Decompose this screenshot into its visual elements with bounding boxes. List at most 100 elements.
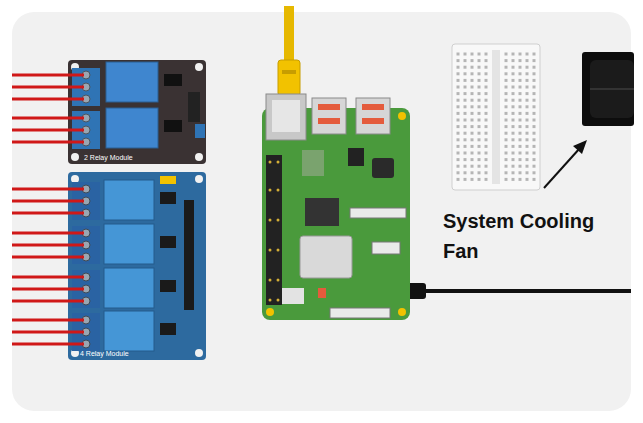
cooling-fan [582,52,634,126]
breadboard-hole [526,178,529,181]
breadboard-hole [519,99,522,102]
breadboard-hole [478,112,481,115]
breadboard-hole [471,92,474,95]
breadboard-hole [512,158,515,161]
breadboard-hole [485,165,488,168]
breadboard-hole [478,59,481,62]
breadboard-hole [478,145,481,148]
breadboard-hole [512,165,515,168]
breadboard-hole [485,86,488,89]
module-label: 2 Relay Module [84,154,133,162]
breadboard-hole [533,99,536,102]
breadboard-hole [512,59,515,62]
breadboard-hole [519,171,522,174]
breadboard-hole [478,125,481,128]
breadboard-hole [457,59,460,62]
breadboard-hole [457,66,460,69]
breadboard-hole [464,66,467,69]
breadboard-hole [505,105,508,108]
breadboard-hole [471,132,474,135]
breadboard-hole [478,152,481,155]
breadboard-hole [533,178,536,181]
breadboard-hole [457,86,460,89]
breadboard-hole [464,125,467,128]
four-relay-module [68,172,206,360]
breadboard-hole [526,152,529,155]
breadboard-hole [505,59,508,62]
breadboard-hole [526,119,529,122]
breadboard-hole [512,66,515,69]
breadboard-hole [505,92,508,95]
breadboard-hole [505,165,508,168]
breadboard-hole [512,152,515,155]
breadboard-hole [519,53,522,56]
breadboard-hole [485,132,488,135]
breadboard-hole [471,138,474,141]
breadboard-hole [512,119,515,122]
breadboard-hole [471,105,474,108]
breadboard-hole [478,79,481,82]
breadboard-hole [526,79,529,82]
panel [12,12,631,411]
breadboard-hole [464,112,467,115]
breadboard-hole [471,79,474,82]
breadboard-hole [519,145,522,148]
breadboard-hole [533,145,536,148]
breadboard-hole [471,72,474,75]
breadboard-hole [464,119,467,122]
breadboard-hole [471,119,474,122]
breadboard-hole [533,53,536,56]
breadboard-hole [457,132,460,135]
breadboard-hole [505,53,508,56]
breadboard-hole [512,79,515,82]
breadboard-hole [485,99,488,102]
breadboard-hole [464,105,467,108]
breadboard-hole [505,72,508,75]
relay-wires [12,75,84,344]
breadboard-hole [512,53,515,56]
breadboard-hole [512,72,515,75]
breadboard-hole [457,112,460,115]
breadboard-hole [485,92,488,95]
breadboard-hole [519,105,522,108]
breadboard-hole [512,92,515,95]
breadboard-hole [526,59,529,62]
breadboard-hole [485,178,488,181]
breadboard-hole [519,125,522,128]
breadboard-hole [533,119,536,122]
breadboard-hole [464,99,467,102]
breadboard-hole [464,72,467,75]
breadboard-hole [505,138,508,141]
breadboard-hole [471,66,474,69]
breadboard-hole [505,178,508,181]
breadboard-hole [471,165,474,168]
breadboard-hole [478,66,481,69]
ethernet-cable [278,6,300,96]
breadboard-hole [533,152,536,155]
breadboard-hole [519,178,522,181]
breadboard-hole [533,105,536,108]
breadboard-hole [457,119,460,122]
breadboard-hole [526,99,529,102]
two-relay-module [68,60,206,164]
breadboard-hole [505,112,508,115]
breadboard-hole [505,66,508,69]
breadboard-hole [519,132,522,135]
module-label: 4 Relay Module [80,350,129,358]
breadboard-hole [519,72,522,75]
breadboard-hole [505,152,508,155]
breadboard-hole [457,53,460,56]
breadboard-hole [471,99,474,102]
breadboard-hole [457,152,460,155]
breadboard-hole [464,92,467,95]
breadboard-hole [526,53,529,56]
breadboard-hole [471,152,474,155]
breadboard-hole [471,178,474,181]
breadboard-hole [457,125,460,128]
breadboard-hole [471,171,474,174]
breadboard-hole [485,158,488,161]
breadboard-hole [464,152,467,155]
breadboard-hole [533,132,536,135]
breadboard-hole [478,99,481,102]
